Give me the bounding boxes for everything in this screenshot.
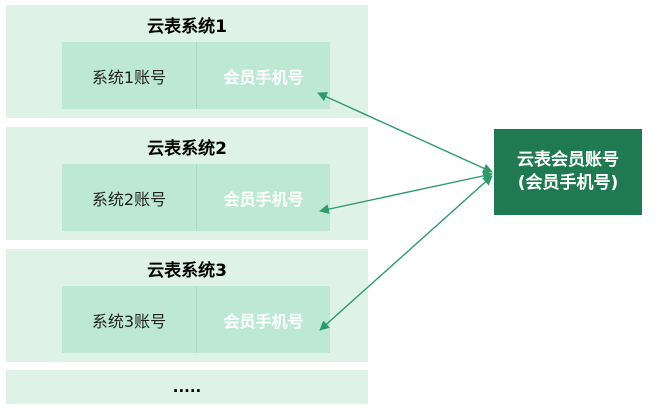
system-phone-2: 会员手机号 bbox=[223, 189, 304, 209]
system-panel-2: 云表系统2 系统2账号 会员手机号 bbox=[6, 127, 368, 240]
system-account-2: 系统2账号 bbox=[62, 164, 197, 231]
system-phone-1: 会员手机号 bbox=[223, 67, 304, 87]
member-account-box: 云表会员账号 (会员手机号) bbox=[494, 129, 642, 215]
member-account-subtitle: (会员手机号) bbox=[517, 173, 619, 193]
member-account-title: 云表会员账号 bbox=[517, 150, 619, 171]
more-systems: ..... bbox=[6, 370, 368, 404]
system-panel-1: 云表系统1 系统1账号 会员手机号 bbox=[6, 5, 368, 118]
system-row-3: 系统3账号 会员手机号 bbox=[62, 286, 330, 353]
system-panel-3: 云表系统3 系统3账号 会员手机号 bbox=[6, 249, 368, 362]
system-row-2: 系统2账号 会员手机号 bbox=[62, 164, 330, 231]
arrow-system-2 bbox=[319, 171, 493, 214]
system-row-1: 系统1账号 会员手机号 bbox=[62, 42, 330, 109]
system-title-1: 云表系统1 bbox=[147, 17, 227, 37]
arrow-system-3 bbox=[319, 175, 493, 331]
system-account-3: 系统3账号 bbox=[62, 286, 197, 353]
system-phone-3: 会员手机号 bbox=[223, 311, 304, 331]
arrow-system-1 bbox=[317, 92, 493, 173]
system-account-1: 系统1账号 bbox=[62, 42, 197, 109]
system-title-2: 云表系统2 bbox=[147, 139, 227, 159]
system-title-3: 云表系统3 bbox=[147, 261, 227, 281]
